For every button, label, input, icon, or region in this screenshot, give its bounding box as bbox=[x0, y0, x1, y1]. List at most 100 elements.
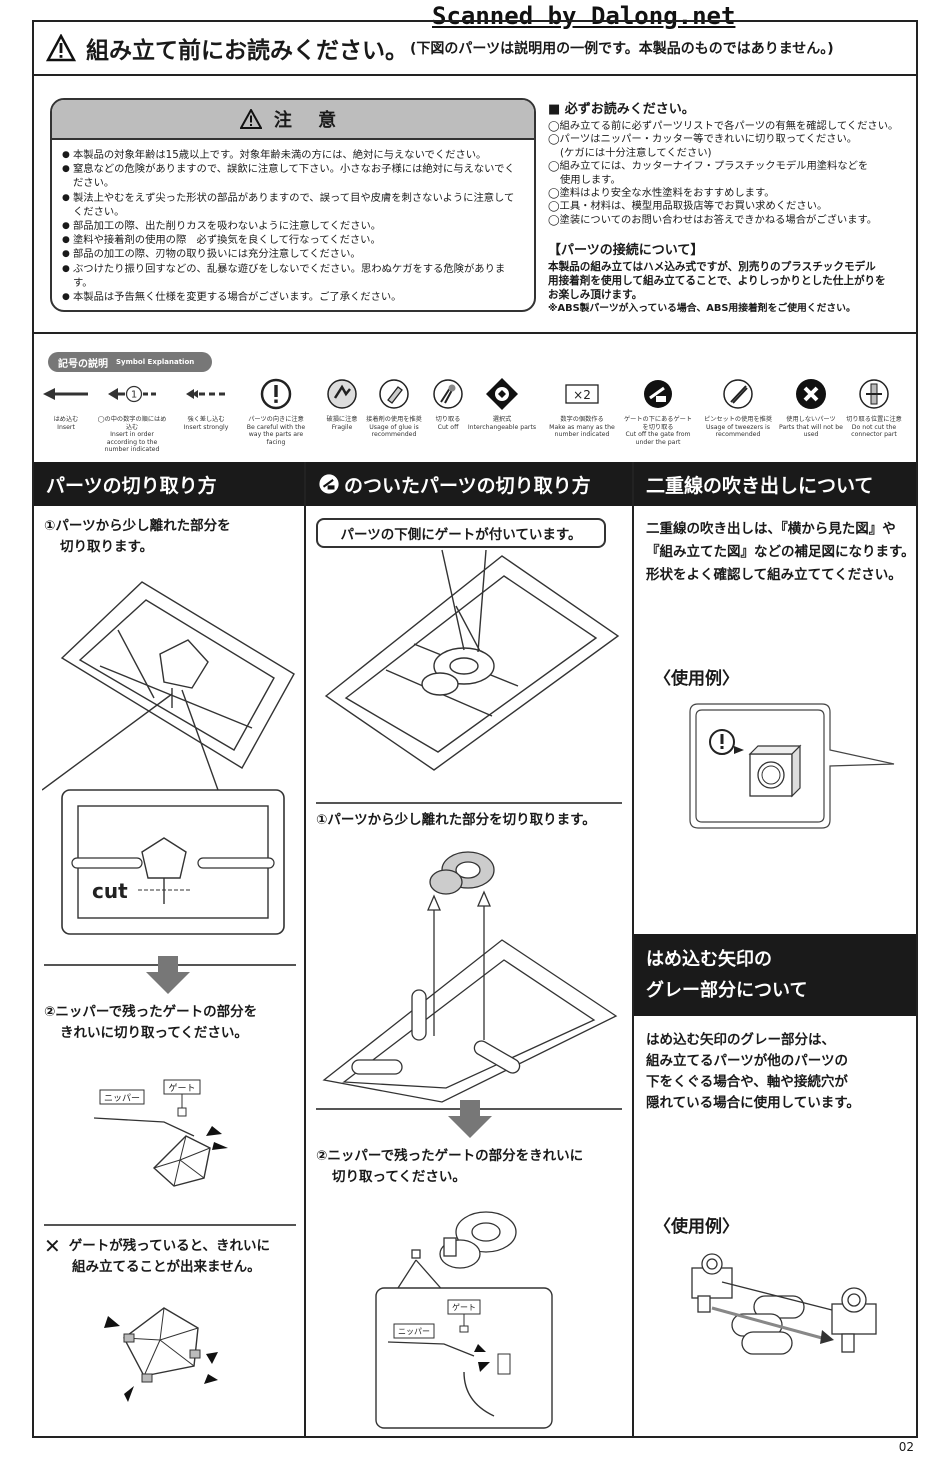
page-title-note: (下図のパーツは説明用の一例です。本製品のものではありません。) bbox=[410, 41, 834, 57]
warning-icon bbox=[239, 109, 262, 129]
insert-strongly-icon bbox=[186, 389, 225, 399]
section-header-cutting: パーツの切り取り方 bbox=[34, 462, 304, 506]
scanner-watermark: Scanned by Dalong.net bbox=[432, 2, 736, 30]
x2-box-icon: ×2 bbox=[565, 384, 599, 404]
page-title: 組み立て前にお読みください。 bbox=[86, 38, 408, 64]
readme-item: 使用します。 bbox=[560, 173, 621, 186]
exclamation-circle-icon bbox=[260, 378, 292, 410]
column-divider bbox=[304, 462, 306, 1438]
caution-item: 部品の加工の際、刃物の取り扱いには充分注意してください。 bbox=[62, 247, 524, 261]
readme-item: ◯パーツはニッパー・カッター等できれいに切り取ってください。 bbox=[548, 133, 858, 146]
page-number: 02 bbox=[898, 1440, 914, 1454]
divider bbox=[316, 802, 622, 804]
readme-item: ◯工具・材料は、模型用品取扱店等でお買い求めください。 bbox=[548, 200, 828, 213]
down-arrow-icon bbox=[146, 956, 190, 994]
readme-item: (ケガには十分注意してください) bbox=[560, 146, 712, 159]
readme-item: ◯組み立てには、カッターナイフ・プラスチックモデル用塗料などを bbox=[548, 160, 869, 173]
svg-text:ニッパー: ニッパー bbox=[398, 1327, 430, 1336]
readme-item: ◯組み立てる前に必ずパーツリストで各パーツの有無を確認してください。 bbox=[548, 120, 899, 132]
caution-item: ぶつけたり振り回すなどの、乱暴な遊びをしないでください。思わぬケガをする危険があ… bbox=[62, 262, 524, 290]
glue-icon bbox=[379, 379, 409, 409]
col1-step2: ②ニッパーで残ったゲートの部分を きれいに切り取ってください。 bbox=[44, 1004, 258, 1041]
caution-item: 部品加工の際、出た削りカスを吸わないように注意してください。 bbox=[62, 219, 524, 233]
caution-item: 製法上やむをえず尖った形状の部品がありますので、誤って目や皮膚を刺さないように注… bbox=[62, 191, 524, 219]
col2-cut-diagram bbox=[322, 851, 618, 1103]
joint-line: 本製品の組み立てはハメ込み式ですが、別売りのプラスチックモデル bbox=[548, 261, 876, 274]
column-divider bbox=[632, 462, 634, 1438]
col2-step1: ①パーツから少し離れた部分を切り取ります。 bbox=[316, 812, 596, 828]
col1-warning: ✕ゲートが残っていると、きれいに 組み立てることが出来ません。 bbox=[44, 1234, 271, 1276]
divider bbox=[44, 1224, 296, 1226]
cut-position-icon bbox=[859, 379, 889, 409]
symbol-badge: 記号の説明 Symbol Explanation bbox=[48, 352, 212, 372]
tweezers-icon bbox=[723, 379, 753, 409]
gate-under-icon bbox=[644, 380, 672, 408]
gray-arrow-box: はめ込む矢印の グレー部分について bbox=[634, 934, 916, 1016]
col2-runner-diagram bbox=[324, 549, 620, 771]
svg-text:×2: ×2 bbox=[573, 388, 591, 402]
col3-example2-title: 〈使用例〉 bbox=[654, 1217, 739, 1237]
insert-order-arrow-icon: 1 bbox=[108, 385, 156, 403]
joint-title: 【パーツの接続について】 bbox=[548, 243, 704, 259]
insert-arrow-icon bbox=[43, 388, 88, 400]
caution-box: 注 意 本製品の対象年齢は15歳以上です。対象年齢未満の方には、絶対に与えないで… bbox=[50, 98, 536, 312]
divider bbox=[34, 332, 916, 334]
symbol-badge-en: Symbol Explanation bbox=[116, 358, 195, 366]
caution-title: 注 意 bbox=[273, 110, 347, 131]
joint-note: ※ABS製パーツが入っている場合、ABS用接着剤をご使用ください。 bbox=[548, 303, 856, 315]
down-arrow-icon bbox=[448, 1100, 492, 1138]
section-header-double-line: 二重線の吹き出しについて bbox=[634, 462, 916, 506]
svg-text:ゲート: ゲート bbox=[452, 1302, 476, 1312]
col3-text: 二重線の吹き出しは、『横から見た図』や 『組み立てた図』などの補足図になります。… bbox=[646, 521, 915, 583]
x-circle-icon bbox=[796, 379, 826, 409]
readme-item: ◯塗料はより安全な水性塗料をおすすめします。 bbox=[548, 187, 775, 200]
gray-arrow-example-diagram bbox=[691, 1253, 877, 1355]
caution-item: 本製品の対象年齢は15歳以上です。対象年齢未満の方には、絶対に与えないでください… bbox=[62, 148, 524, 162]
instruction-page: 組み立て前にお読みください。 (下図のパーツは説明用の一例です。本製品のものでは… bbox=[32, 20, 918, 1438]
x-mark-icon: ✕ bbox=[44, 1234, 61, 1258]
col1-step1: ①パーツから少し離れた部分を 切り取ります。 bbox=[44, 518, 231, 555]
page-header: 組み立て前にお読みください。 (下図のパーツは説明用の一例です。本製品のものでは… bbox=[34, 22, 916, 76]
svg-text:ニッパー: ニッパー bbox=[104, 1093, 140, 1104]
cut-label: cut bbox=[92, 879, 128, 903]
col1-gate-remaining-diagram bbox=[104, 1307, 218, 1402]
section-header-gate-parts: のついたパーツの切り取り方 bbox=[306, 462, 632, 506]
gate-under-icon bbox=[319, 474, 339, 494]
interchangeable-icon bbox=[486, 378, 518, 410]
joint-line: お楽しみ頂けます。 bbox=[548, 289, 643, 302]
svg-text:1: 1 bbox=[131, 390, 137, 401]
double-line-callout-diagram bbox=[689, 703, 895, 829]
fragile-icon bbox=[327, 379, 357, 409]
caution-list: 本製品の対象年齢は15歳以上です。対象年齢未満の方には、絶対に与えないでください… bbox=[52, 140, 534, 304]
joint-line: 用接着剤を使用して組み立てることで、よりしっかりとした仕上がりを bbox=[548, 275, 886, 288]
readme-section: ■ 必ずお読みください。 ◯組み立てる前に必ずパーツリストで各パーツの有無を確認… bbox=[548, 98, 912, 316]
caution-item: 本製品は予告無く仕様を変更する場合がございます。ご了承ください。 bbox=[62, 290, 524, 304]
col3-example-title: 〈使用例〉 bbox=[654, 669, 739, 689]
col3-box-text: はめ込む矢印のグレー部分は、 組み立てるパーツが他のパーツの 下をくぐる場合や、… bbox=[646, 1032, 860, 1111]
svg-text:ゲート: ゲート bbox=[168, 1082, 195, 1094]
warning-icon bbox=[46, 34, 76, 62]
col1-runner-diagram: cut bbox=[42, 581, 295, 935]
caution-item: 窒息などの危険がありますので、誤飲に注意して下さい。小さなお子様には絶対に与えな… bbox=[62, 162, 524, 190]
readme-title: ■ 必ずお読みください。 bbox=[548, 102, 695, 117]
caution-header: 注 意 bbox=[52, 100, 534, 140]
nipper-icon bbox=[433, 379, 463, 409]
gate-callout: パーツの下側にゲートが付いています。 bbox=[316, 518, 606, 548]
col2-nipper-diagram: ゲート ニッパー bbox=[375, 1211, 553, 1429]
readme-item: ◯塗装についてのお問い合わせはお答えできかねる場合がございます。 bbox=[548, 213, 878, 226]
symbol-badge-jp: 記号の説明 bbox=[58, 358, 108, 370]
